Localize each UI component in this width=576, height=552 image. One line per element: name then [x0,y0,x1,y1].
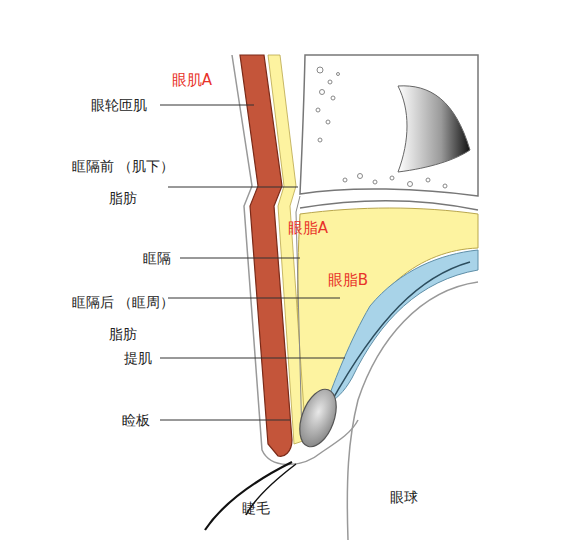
tarsal-plate [293,384,344,451]
part-label: 提肌 [114,342,162,374]
callout-label: 眼脂B [316,264,380,296]
leader-lines [160,105,345,420]
callout-label: 眼肌A [160,64,224,96]
part-label: 眼轮匝肌 [78,89,160,121]
part-label: 眶隔后 （眶周）脂肪 [70,286,176,350]
part-label: 眼球 [378,481,430,513]
eyeball-outline [347,282,478,540]
eyeball-area [347,282,576,552]
part-label: 睑板 [112,404,160,436]
skin-outline [232,55,358,465]
orbital-bone [300,55,478,196]
sinus-cavity [398,86,470,172]
part-label: 眶隔前 （肌下）脂肪 [70,150,176,214]
callout-label: 眼脂A [276,212,340,244]
part-label: 睫毛 [230,492,282,524]
part-label: 眶隔 [130,242,184,274]
eyelash [205,462,292,530]
bone-dots [316,67,447,188]
